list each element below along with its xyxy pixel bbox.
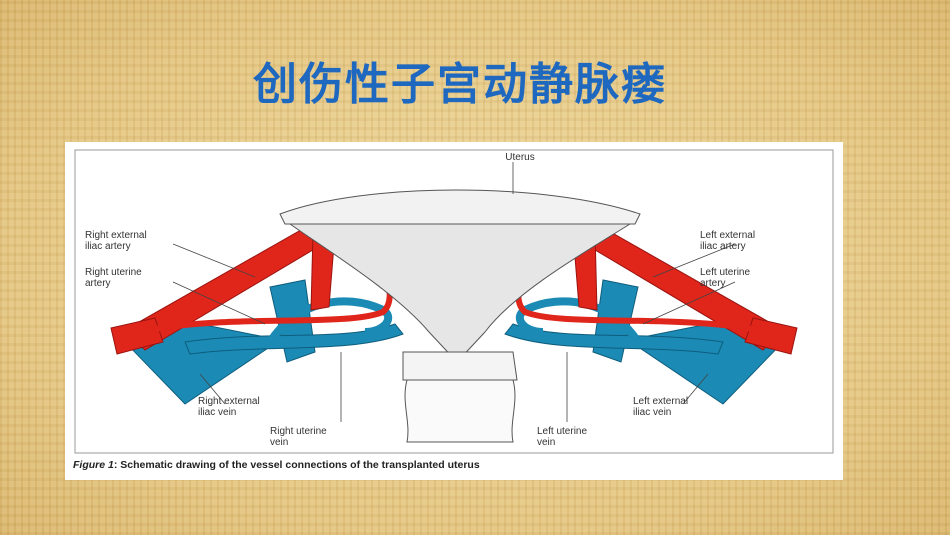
label-left-uterine-vein-2: vein bbox=[537, 437, 555, 448]
figure-caption-text: : Schematic drawing of the vessel connec… bbox=[114, 459, 480, 471]
label-right-ext-iliac-artery-1: Right external bbox=[85, 230, 147, 241]
label-right-uterine-vein-2: vein bbox=[270, 437, 288, 448]
label-right-uterine-artery-2: artery bbox=[85, 278, 111, 289]
right-vein-branch bbox=[184, 323, 404, 355]
label-left-ext-iliac-vein-2: iliac vein bbox=[633, 407, 671, 418]
label-right-uterine-vein-1: Right uterine bbox=[270, 426, 327, 437]
figure-caption: Figure 1: Schematic drawing of the vesse… bbox=[73, 459, 480, 471]
slide-title-text: 创伤性子宫动静脉瘘 bbox=[253, 59, 667, 110]
label-uterus: Uterus bbox=[505, 152, 534, 163]
uterus-shape bbox=[279, 189, 641, 443]
label-left-uterine-vein-1: Left uterine bbox=[537, 426, 587, 437]
label-right-ext-iliac-vein-2: iliac vein bbox=[198, 407, 236, 418]
label-right-uterine-artery-1: Right uterine bbox=[85, 267, 142, 278]
leader-lines bbox=[172, 162, 736, 422]
right-side-vessels bbox=[110, 221, 404, 405]
label-right-ext-iliac-vein-1: Right external bbox=[198, 396, 260, 407]
label-left-uterine-artery-1: Left uterine bbox=[700, 267, 750, 278]
label-left-ext-iliac-artery-1: Left external bbox=[700, 230, 755, 241]
left-vein-branch bbox=[504, 323, 724, 355]
label-left-uterine-artery-2: artery bbox=[700, 278, 726, 289]
figure-panel: Uterus Right external iliac artery Right… bbox=[65, 142, 843, 480]
label-left-ext-iliac-vein-1: Left external bbox=[633, 396, 688, 407]
label-left-ext-iliac-artery-2: iliac artery bbox=[700, 241, 746, 252]
slide-title: 创伤性子宫动静脉瘘 bbox=[0, 48, 950, 112]
vessel-diagram: Uterus Right external iliac artery Right… bbox=[73, 149, 834, 471]
label-right-ext-iliac-artery-2: iliac artery bbox=[85, 241, 131, 252]
figure-caption-label: Figure 1 bbox=[73, 459, 114, 471]
left-side-vessels bbox=[504, 221, 798, 405]
